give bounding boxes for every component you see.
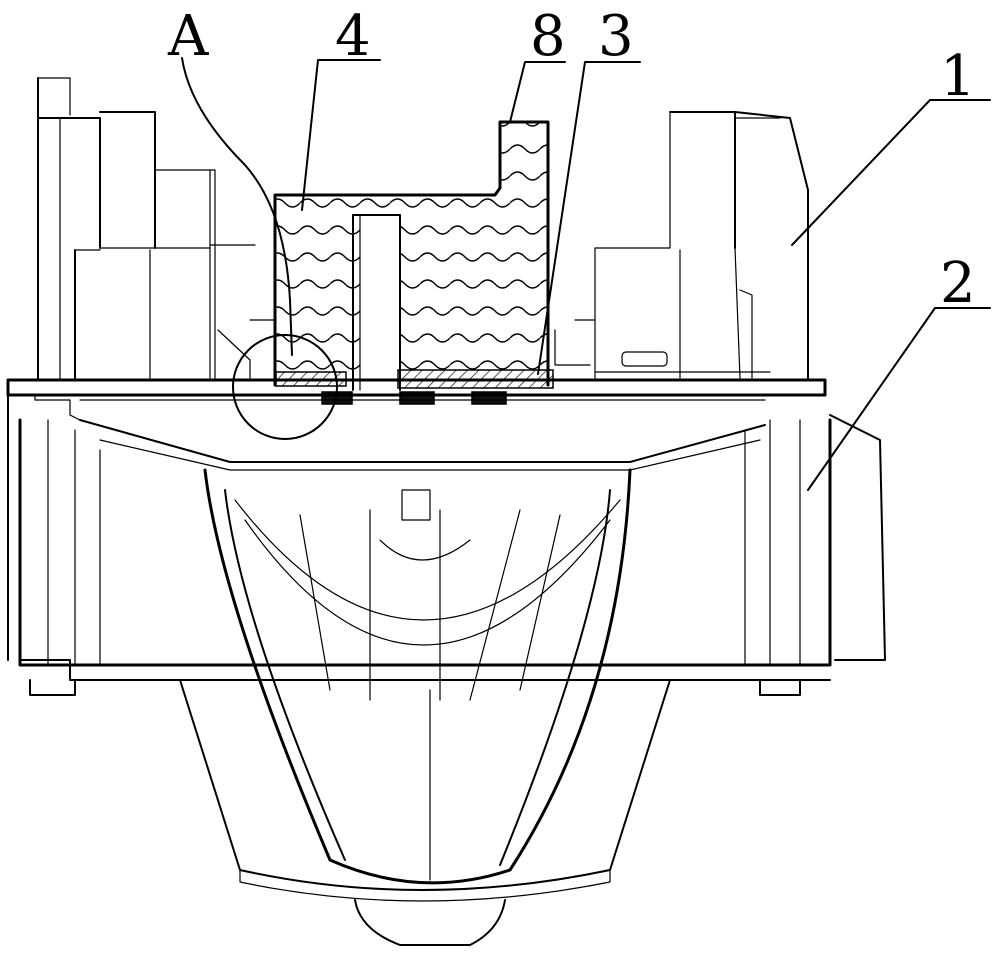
detail-circle-a [232, 334, 338, 440]
label-2: 2 [940, 251, 976, 316]
label-a: A [167, 4, 209, 69]
reference-labels: A 4 8 3 1 2 [167, 4, 976, 316]
bottom-bowl [179, 679, 671, 946]
label-1: 1 [940, 44, 976, 109]
leader-lines [181, 57, 991, 491]
fan-casing [203, 468, 632, 885]
upper-housing-left [37, 77, 276, 381]
mid-flange [6, 378, 827, 661]
hatched-plate [275, 369, 554, 405]
label-8: 8 [530, 4, 566, 69]
upper-housing-right [554, 111, 809, 379]
label-3: 3 [598, 4, 634, 69]
water-tank [273, 120, 550, 391]
label-4: 4 [335, 4, 371, 69]
lower-body [18, 414, 886, 696]
